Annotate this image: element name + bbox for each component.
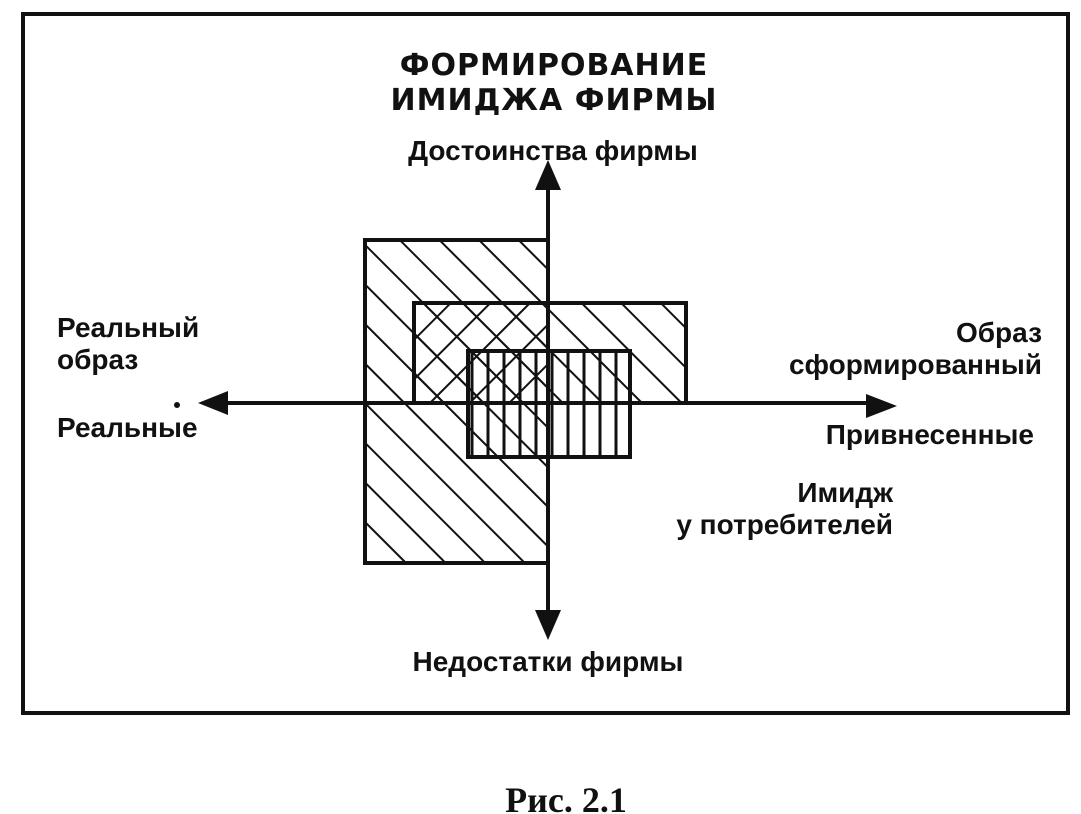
consumer-label-line2: у потребителей <box>676 509 893 540</box>
arrow-left-icon <box>198 391 228 415</box>
diagram-frame <box>21 12 1070 715</box>
right-label-line2: сформированный <box>789 349 1042 380</box>
axis-dot <box>174 402 180 408</box>
left-axis-label: Реальные <box>57 412 198 443</box>
figure-caption: Рис. 2.1 <box>505 780 627 814</box>
arrow-right-icon <box>866 394 897 418</box>
right-label-line1: Образ <box>956 317 1042 348</box>
diagram-title-line2: ИМИДЖА ФИРМЫ <box>391 83 718 118</box>
diagram-title-line1: ФОРМИРОВАНИЕ <box>400 48 708 83</box>
right-axis-label: Привнесенные <box>826 419 1034 450</box>
left-label-line1: Реальный <box>57 312 199 343</box>
arrow-up-icon <box>535 160 561 190</box>
axis-top-label: Достоинства фирмы <box>408 135 698 166</box>
arrow-down-icon <box>535 610 561 640</box>
left-label-line2: образ <box>57 344 138 375</box>
consumer-label-line1: Имидж <box>797 477 894 508</box>
axis-bottom-label: Недостатки фирмы <box>413 646 684 677</box>
